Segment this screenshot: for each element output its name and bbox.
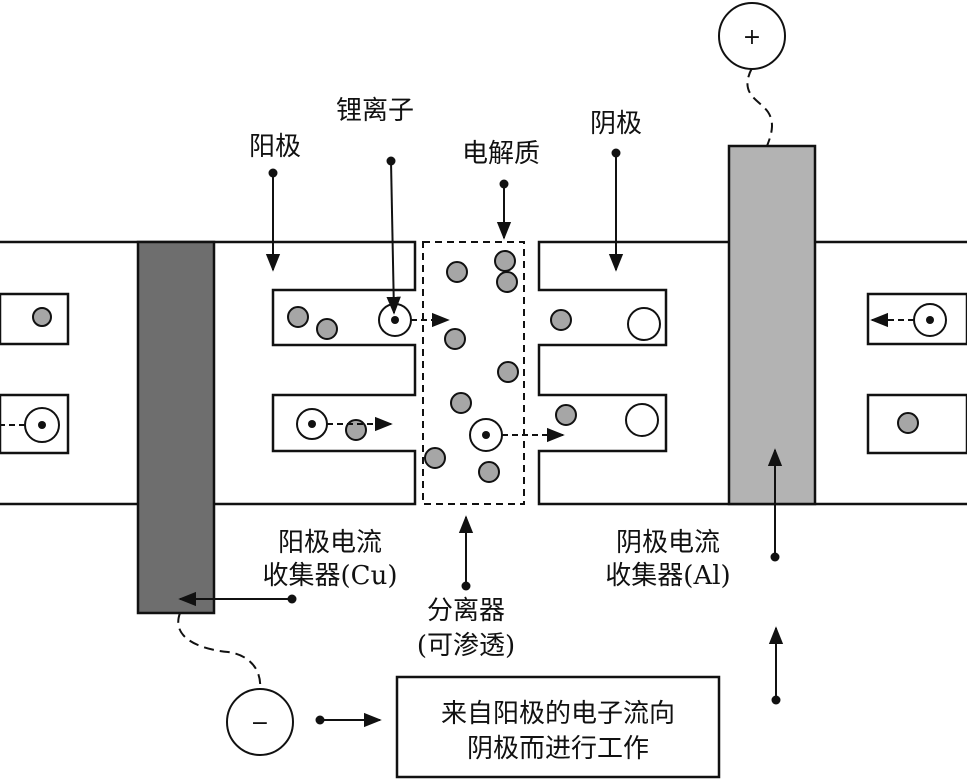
negative-symbol: − — [251, 711, 269, 736]
electrolyte-label: 电解质 — [462, 139, 540, 169]
note-text-1: 来自阳极的电子流向 — [441, 699, 675, 729]
note-box — [395, 675, 721, 779]
ion-dot — [450, 392, 472, 414]
positive-symbol: + — [743, 25, 761, 50]
note-text-2: 阴极而进行工作 — [467, 734, 649, 764]
ion-dot — [494, 250, 516, 272]
ion-dot — [555, 404, 577, 426]
ion-dot — [424, 447, 446, 469]
positive-terminal: + — [718, 2, 786, 70]
cathode-collector-label-2: 收集器(Al) — [605, 561, 730, 591]
ion-dot — [897, 412, 919, 434]
ion-dot — [497, 361, 519, 383]
separator-label-2: (可渗透) — [417, 631, 515, 661]
ion-dot — [446, 261, 468, 283]
lithium-ion-pointer — [386, 160, 401, 315]
separator — [422, 241, 525, 505]
anode-collector-label-2: 收集器(Cu) — [263, 561, 398, 591]
ion-dot — [444, 328, 466, 350]
pointer-dots — [268, 148, 781, 725]
ion-centers — [38, 316, 934, 439]
al-collector — [727, 144, 817, 506]
ion-dot — [550, 309, 572, 331]
negative-terminal: − — [226, 688, 294, 756]
ion-motion-arrows — [0, 312, 914, 443]
ion-dot — [316, 318, 338, 340]
cathode-label: 阴极 — [590, 109, 642, 139]
ion-circle — [627, 307, 661, 341]
ion-dot — [287, 306, 309, 328]
cu-collector — [136, 240, 216, 615]
positive-wire — [746, 67, 773, 147]
anode-electrode — [0, 240, 417, 506]
cathode-electrode — [537, 240, 967, 506]
cathode-collector-label-1: 阴极电流 — [616, 528, 720, 558]
ion-dot — [496, 271, 518, 293]
lithium-ion-markers — [24, 303, 947, 452]
ion-circle — [625, 403, 659, 437]
anode-collector-label-1: 阳极电流 — [278, 528, 382, 558]
lithium-particles — [32, 250, 919, 483]
anode-label: 阳极 — [249, 132, 301, 162]
separator-label-1: 分离器 — [427, 596, 505, 626]
negative-wire — [177, 612, 262, 691]
callout-pointers — [178, 153, 784, 728]
ion-dot — [478, 461, 500, 483]
ion-dot — [32, 307, 52, 327]
lithium-ion-label: 锂离子 — [336, 96, 414, 126]
